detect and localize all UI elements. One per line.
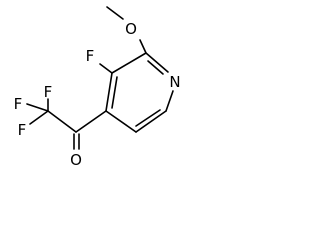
atom-label-f-top: F [44,83,53,101]
bond-methyl-o [106,6,124,20]
atom-label-n: N [169,73,180,91]
bond-cf3-f-bottom [29,110,49,125]
bond-cf3-f-left [26,103,49,112]
bond-c6-c5-inner [135,109,161,127]
bond-c6-c5 [135,110,167,133]
bond-c4-c3 [105,72,113,112]
bond-c2-n [145,52,169,73]
bond-o-c2 [139,39,147,54]
bond-c3-c2 [111,52,147,74]
atom-label-f-ring: F [86,47,95,65]
bond-c5-c4 [105,110,137,133]
bond-c4-c3-inner [111,76,118,109]
atom-label-f-left: F [14,95,23,113]
chemical-structure-diagram: O N F F F F O [14,6,181,169]
bond-ccarbonyl-cf3 [47,110,77,133]
bond-c2-n-inner [147,60,164,75]
bond-n-c6 [165,90,174,112]
bond-c4-ccarbonyl [75,110,107,133]
bond-c3-f [99,63,113,74]
atom-label-o-carbonyl: O [70,151,82,169]
atom-label-o-methoxy: O [125,20,137,38]
atom-label-f-bottom: F [18,121,27,139]
